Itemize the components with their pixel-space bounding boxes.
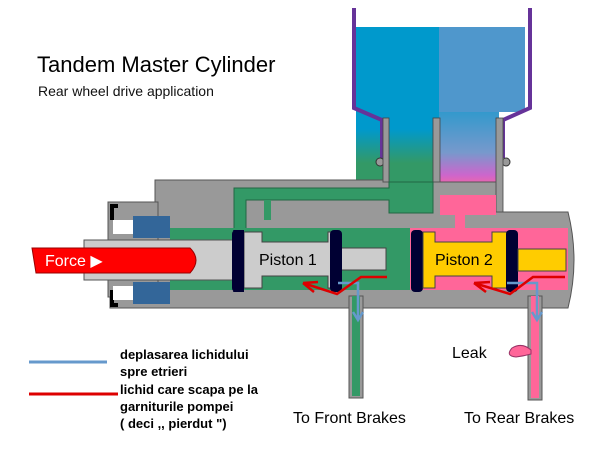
legend-flow-line-1: deplasarea lichidului [120,347,249,362]
flow-arrow-rear [507,281,544,323]
legend-leak-line-3: ( deci ,, pierdut ") [120,416,227,431]
piston-1 [232,230,387,292]
rear-seal [110,204,170,307]
flow-arrow-front [338,281,365,323]
legend-flow-line-2: spre etrieri [120,364,188,379]
leak-drop-icon [508,344,532,358]
piston-1-label: Piston 1 [259,252,317,269]
legend-flow-text: deplasarea lichidului spre etrieri [120,346,249,380]
force-label: Force ▶ [45,253,103,270]
leak-arrow-secondary [473,275,565,296]
reservoir [352,8,532,214]
reservoir-fluid-right [439,27,525,112]
rear-brakes-label: To Rear Brakes [464,410,575,427]
front-brake-line [348,295,364,399]
legend-leak-line-1: lichid care scapa pe la [120,382,259,397]
legend-leak-line-2: garniturile pompei [120,399,234,414]
leak-arrow-primary [302,275,387,296]
front-brakes-label: To Front Brakes [293,410,406,427]
rear-brake-line [508,295,543,401]
piston-2 [411,230,567,292]
leak-label: Leak [452,345,487,362]
legend-leak-text: lichid care scapa pe la garniturile pomp… [120,381,258,432]
diagram-subtitle: Rear wheel drive application [38,83,214,99]
force-rod [31,247,197,274]
reservoir-fluid-left [356,27,439,197]
piston-2-label: Piston 2 [435,252,493,269]
diagram-title: Tandem Master Cylinder [37,52,276,77]
reservoir-wall-left [352,8,384,158]
